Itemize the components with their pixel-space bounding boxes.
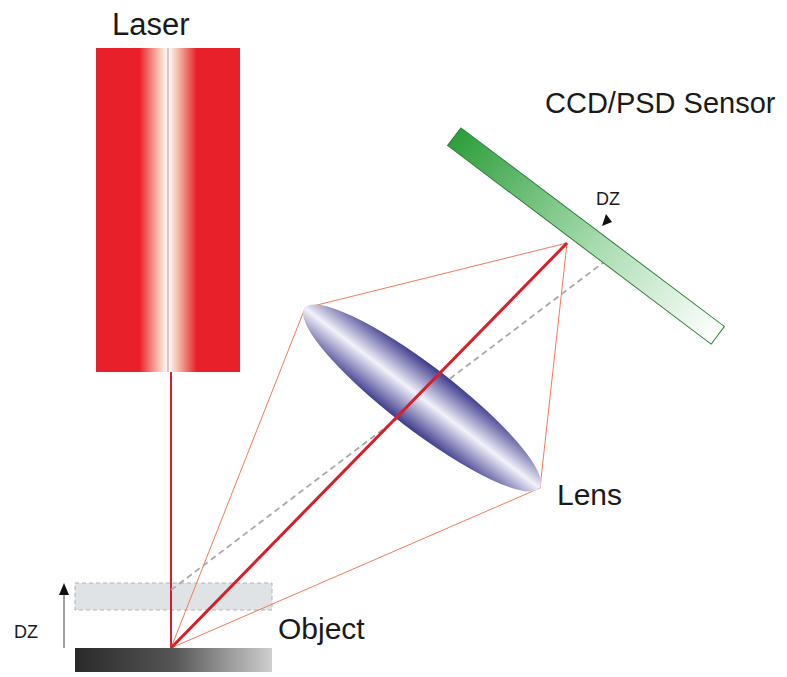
lens-label: Lens (557, 478, 622, 511)
object-block (75, 648, 272, 672)
reflected-ray (171, 243, 567, 648)
sensor-label: CCD/PSD Sensor (545, 88, 775, 120)
dz-arrow-line (64, 593, 65, 648)
ray-cone-edge (171, 243, 567, 648)
laser-axis (168, 48, 169, 372)
object-label: Object (278, 612, 365, 645)
sensor-bar (448, 128, 725, 344)
dz-label: DZ (596, 190, 620, 210)
ray-cone-edge (171, 243, 567, 648)
dz-label: DZ (14, 623, 38, 643)
dz-arrowhead (602, 214, 612, 226)
dz-arrowhead (59, 583, 69, 595)
lens-element (285, 283, 559, 514)
laser-housing (96, 48, 240, 372)
incident-beam (170, 372, 172, 648)
laser-label: Laser (112, 8, 190, 42)
